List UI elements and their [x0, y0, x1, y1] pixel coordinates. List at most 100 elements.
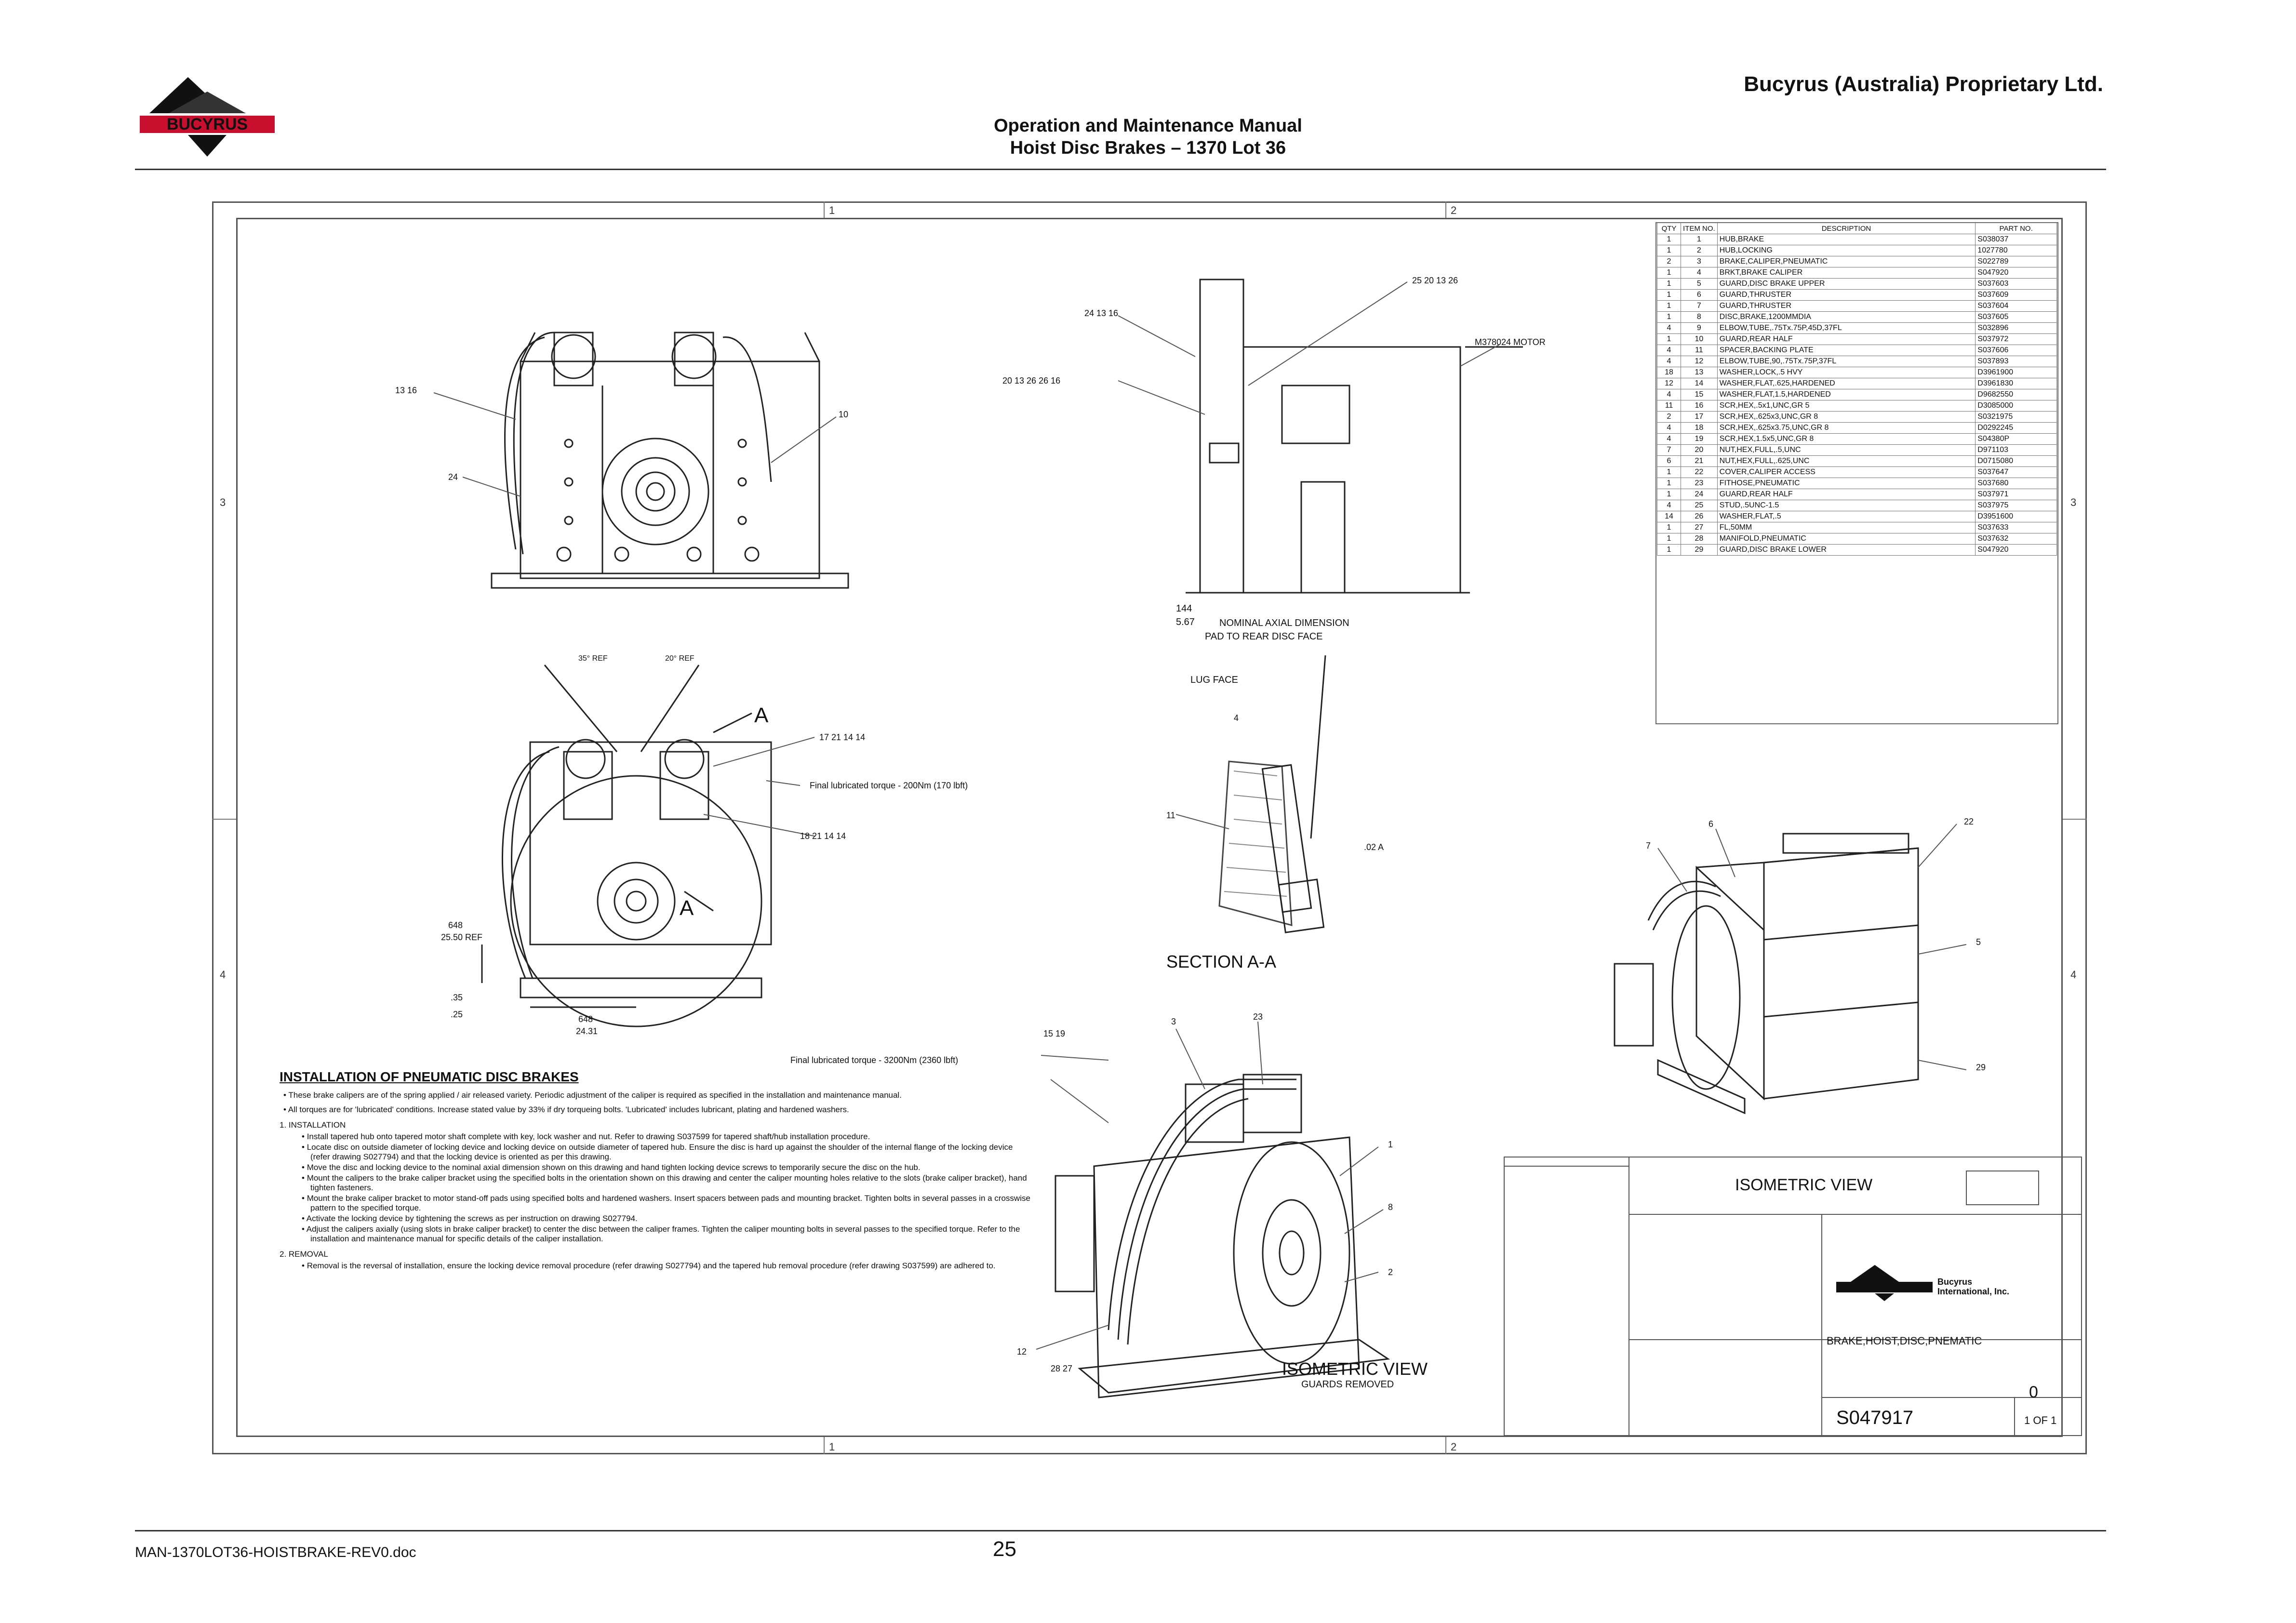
bom-cell-item: 2 — [1681, 245, 1718, 256]
dim-5-67: 5.67 — [1176, 617, 1195, 627]
bom-cell-qty: 4 — [1657, 322, 1681, 334]
bom-cell-part: S038037 — [1975, 234, 2057, 245]
install-step-7: • Adjust the calipers axially (using slo… — [302, 1224, 1020, 1243]
bom-cell-description: FITHOSE,PNEUMATIC — [1717, 478, 1976, 489]
bom-cell-item: 28 — [1681, 533, 1718, 545]
bom-cell-description: STUD,.5UNC-1.5 — [1717, 500, 1976, 511]
callout-28-27: 28 27 — [1051, 1364, 1073, 1373]
bom-cell-item: 20 — [1681, 444, 1718, 456]
installation-title: INSTALLATION OF PNEUMATIC DISC BRAKES — [280, 1069, 579, 1084]
bom-cell-item: 5 — [1681, 278, 1718, 290]
callout-20-13-26-26-16: 20 13 26 26 16 — [1002, 376, 1061, 386]
zone-marker-1-bottom: 1 — [829, 1441, 835, 1453]
nominal-dim-label2: PAD TO REAR DISC FACE — [1205, 631, 1323, 642]
bom-cell-part: D971103 — [1975, 444, 2057, 456]
callout-10: 10 — [839, 410, 849, 419]
bom-cell-item: 21 — [1681, 455, 1718, 467]
side-view — [1186, 279, 1523, 594]
footer-rule — [135, 1530, 2106, 1531]
bom-header-part: PART NO. — [1975, 223, 2057, 234]
callout-17-21-14-14: 17 21 14 14 — [819, 732, 866, 742]
dim-648-bottom: 648 — [578, 1014, 593, 1024]
bom-cell-description: NUT,HEX,FULL,.625,UNC — [1717, 455, 1976, 467]
bom-cell-item: 29 — [1681, 544, 1718, 556]
engineering-drawing — [212, 201, 2087, 1454]
bom-cell-qty: 14 — [1657, 511, 1681, 522]
bom-cell-item: 4 — [1681, 267, 1718, 279]
bom-cell-description: FL,50MM — [1717, 522, 1976, 533]
bom-cell-description: BRAKE,CALIPER,PNEUMATIC — [1717, 256, 1976, 267]
callout-4: 4 — [1234, 713, 1239, 723]
bom-cell-description: ELBOW,TUBE,90,.75Tx.75P,37FL — [1717, 356, 1976, 367]
bom-cell-part: S037609 — [1975, 289, 2057, 301]
sheet-number: 1 OF 1 — [2024, 1414, 2057, 1426]
bom-cell-qty: 6 — [1657, 455, 1681, 467]
bom-cell-part: D3951600 — [1975, 511, 2057, 522]
bom-cell-qty: 1 — [1657, 234, 1681, 245]
bom-cell-part: S032896 — [1975, 322, 2057, 334]
bom-cell-description: DISC,BRAKE,1200MMDIA — [1717, 311, 1976, 323]
bom-cell-description: SPACER,BACKING PLATE — [1717, 345, 1976, 356]
bom-cell-item: 13 — [1681, 367, 1718, 378]
callout-5: 5 — [1976, 937, 1981, 947]
bom-cell-part: S022789 — [1975, 256, 2057, 267]
bom-cell-qty: 1 — [1657, 522, 1681, 533]
bom-cell-item: 12 — [1681, 356, 1718, 367]
bom-cell-part: S037975 — [1975, 500, 2057, 511]
bom-cell-qty: 1 — [1657, 478, 1681, 489]
bom-cell-qty: 1 — [1657, 333, 1681, 345]
title-block-company: Bucyrus International, Inc. — [1937, 1277, 2010, 1296]
bom-cell-description: MANIFOLD,PNEUMATIC — [1717, 533, 1976, 545]
isometric-view — [1614, 833, 1919, 1115]
bom-cell-description: GUARD,THRUSTER — [1717, 289, 1976, 301]
section-installation: 1. INSTALLATION — [280, 1120, 346, 1130]
bom-cell-part: D0292245 — [1975, 422, 2057, 434]
title-block-part-name: BRAKE,HOIST,DISC,PNEMATIC — [1827, 1335, 1982, 1347]
install-step-5: • Mount the brake caliper bracket to mot… — [302, 1194, 1030, 1212]
bom-cell-description: COVER,CALIPER ACCESS — [1717, 466, 1976, 478]
callout-2: 2 — [1388, 1267, 1393, 1277]
bom-cell-qty: 4 — [1657, 500, 1681, 511]
bom-cell-qty: 11 — [1657, 400, 1681, 412]
drawing-inner-border — [236, 218, 2063, 1437]
bom-cell-qty: 1 — [1657, 533, 1681, 545]
bom-cell-item: 14 — [1681, 378, 1718, 389]
lug-face-label: LUG FACE — [1190, 675, 1238, 685]
bom-cell-description: BRKT,BRAKE CALIPER — [1717, 267, 1976, 279]
bom-cell-part: S037605 — [1975, 311, 2057, 323]
bom-cell-qty: 4 — [1657, 433, 1681, 445]
bom-cell-part: D3961900 — [1975, 367, 2057, 378]
bucyrus-logo-icon: BUCYRUS — [140, 77, 275, 157]
bom-cell-qty: 4 — [1657, 356, 1681, 367]
bom-cell-qty: 4 — [1657, 422, 1681, 434]
bom-cell-part: S037606 — [1975, 345, 2057, 356]
install-step-3: • Move the disc and locking device to th… — [302, 1163, 921, 1172]
drawing-number: S047917 — [1836, 1407, 1914, 1428]
bom-cell-item: 18 — [1681, 422, 1718, 434]
removal-step-1: • Removal is the reversal of installatio… — [302, 1261, 996, 1270]
bom-cell-part: D0715080 — [1975, 455, 2057, 467]
bom-cell-description: SCR,HEX,1.5x5,UNC,GR 8 — [1717, 433, 1976, 445]
bom-cell-qty: 4 — [1657, 345, 1681, 356]
callout-13-16: 13 16 — [395, 386, 417, 395]
zone-marker-2-bottom: 2 — [1451, 1441, 1457, 1453]
zone-marker-3-left: 3 — [220, 496, 226, 508]
bom-cell-description: SCR,HEX,.625x3.75,UNC,GR 8 — [1717, 422, 1976, 434]
note-bullet-1: • These brake calipers are of the spring… — [283, 1091, 902, 1100]
dim-25: .25 — [451, 1010, 463, 1019]
zone-marker-3-right: 3 — [2070, 496, 2077, 508]
title-block — [1504, 1157, 2082, 1436]
bom-cell-item: 1 — [1681, 234, 1718, 245]
callout-23: 23 — [1253, 1012, 1263, 1022]
torque-top-label: Final lubricated torque - 200Nm (170 lbf… — [810, 781, 968, 790]
